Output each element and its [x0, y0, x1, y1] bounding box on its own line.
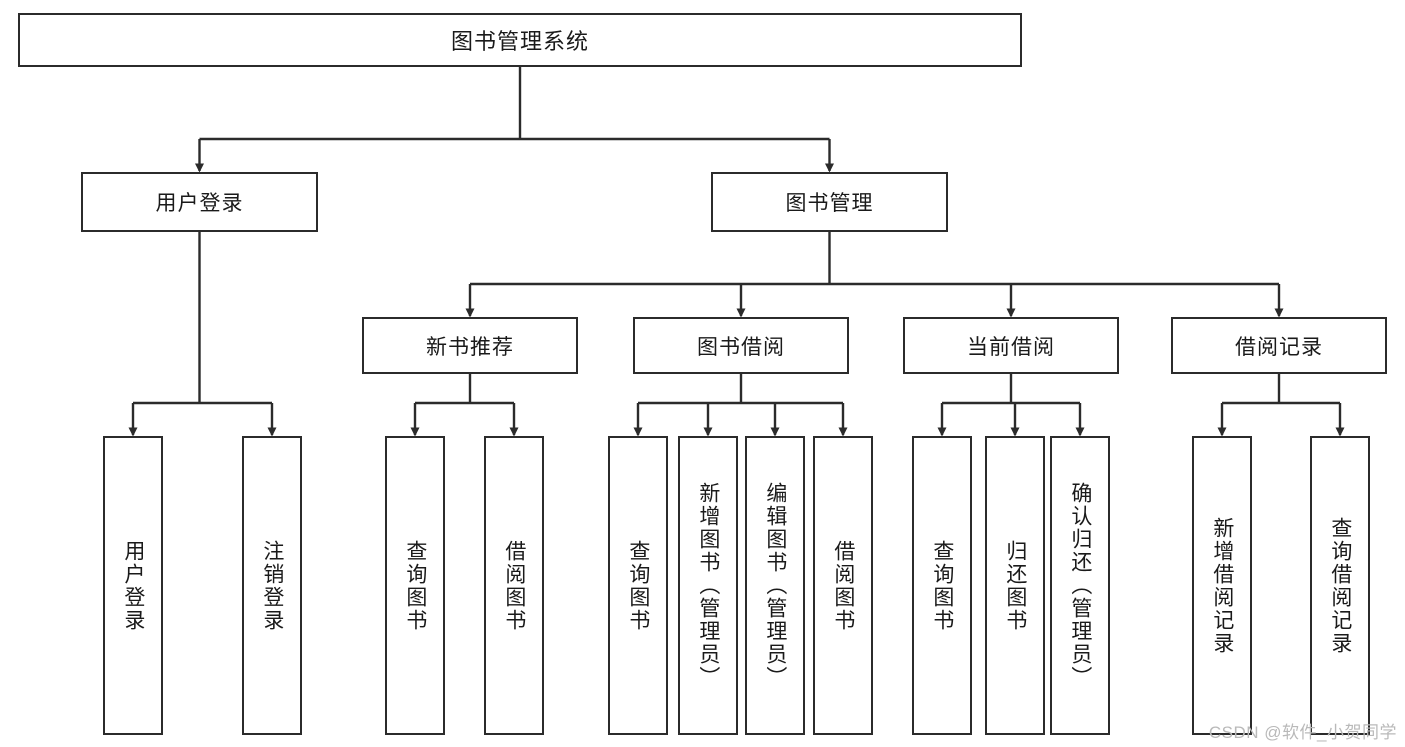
watermark-label: CSDN @软件_小贺同学: [1208, 723, 1397, 742]
node-leaf-rec-query[interactable]: 查询借阅记录: [1310, 436, 1370, 735]
node-leaf-new-query[interactable]: 查询图书: [385, 436, 445, 735]
node-label: 借阅图书: [502, 539, 526, 632]
edge-group: [128, 67, 1345, 437]
node-label: 借阅记录: [1235, 335, 1323, 359]
node-label: 图书借阅: [697, 335, 785, 359]
node-leaf-new-borrow[interactable]: 借阅图书: [484, 436, 544, 735]
node-leaf-cur-confirm[interactable]: 确认归还（管理员）: [1050, 436, 1110, 735]
node-label: 新书推荐: [426, 335, 514, 359]
node-current[interactable]: 当前借阅: [903, 317, 1119, 374]
node-leaf-rec-add[interactable]: 新增借阅记录: [1192, 436, 1252, 735]
node-label: 借阅图书: [831, 539, 855, 632]
node-label: 图书管理系统: [450, 29, 589, 54]
node-label: 查询图书: [930, 539, 954, 632]
node-label: 查询借阅记录: [1328, 516, 1352, 655]
node-root[interactable]: 图书管理系统: [18, 13, 1022, 67]
node-leaf-br-add[interactable]: 新增图书（管理员）: [678, 436, 738, 735]
node-label: 图书管理: [785, 192, 874, 215]
node-newbook[interactable]: 新书推荐: [362, 317, 578, 374]
node-label: 确认归还（管理员）: [1068, 482, 1092, 689]
node-leaf-br-borrow[interactable]: 借阅图书: [813, 436, 873, 735]
node-leaf-br-query[interactable]: 查询图书: [608, 436, 668, 735]
node-leaf-user-logout[interactable]: 注销登录: [242, 436, 302, 735]
node-leaf-cur-return[interactable]: 归还图书: [985, 436, 1045, 735]
node-label: 编辑图书（管理员）: [763, 482, 787, 689]
node-login[interactable]: 用户登录: [81, 172, 318, 232]
node-label: 查询图书: [626, 539, 650, 632]
node-leaf-user-login[interactable]: 用户登录: [103, 436, 163, 735]
node-label: 归还图书: [1003, 539, 1027, 632]
node-label: 新增借阅记录: [1210, 516, 1234, 655]
node-label: 查询图书: [403, 539, 427, 632]
node-label: 用户登录: [121, 539, 145, 632]
node-label: 注销登录: [260, 539, 284, 632]
node-leaf-cur-query[interactable]: 查询图书: [912, 436, 972, 735]
node-label: 当前借阅: [967, 335, 1055, 359]
node-borrow[interactable]: 图书借阅: [633, 317, 849, 374]
node-label: 用户登录: [155, 192, 244, 215]
node-records[interactable]: 借阅记录: [1171, 317, 1387, 374]
node-leaf-br-edit[interactable]: 编辑图书（管理员）: [745, 436, 805, 735]
node-label: 新增图书（管理员）: [696, 482, 720, 689]
node-bookmgmt[interactable]: 图书管理: [711, 172, 948, 232]
